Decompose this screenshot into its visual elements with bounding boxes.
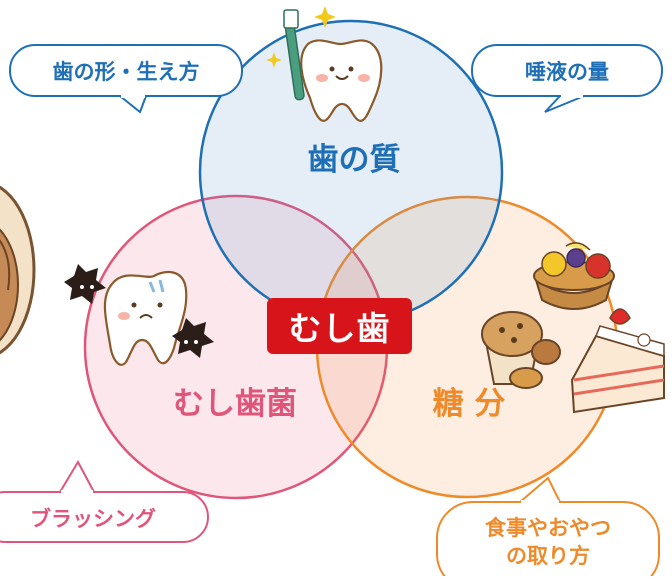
sweets-icon [481,242,665,414]
sugar-label: 糖 分 [433,386,506,422]
tooth-with-toothbrush-icon [266,6,383,122]
bubble-shape-text: 歯の形・生え方 [53,60,200,84]
sad-tooth-with-bacteria-icon [64,264,214,366]
bubble-shape: 歯の形・生え方 [9,44,243,114]
bubble-brushing: ブラッシング [0,459,209,543]
bubble-meal: 食事やおやつ の取り方 [436,476,660,580]
bubble-brushing-text: ブラッシング [30,507,156,531]
bacteria-label: むし歯菌 [173,386,297,422]
bubble-meal-text-1: 食事やおやつ [485,516,611,540]
quality-label: 歯の質 [308,142,401,178]
bubble-meal-text-2: の取り方 [506,544,590,568]
bubble-saliva-text: 唾液の量 [525,60,609,84]
center-label-cavities: むし歯 [267,298,412,354]
child-face-icon [0,185,36,355]
bubble-saliva: 唾液の量 [471,44,663,113]
